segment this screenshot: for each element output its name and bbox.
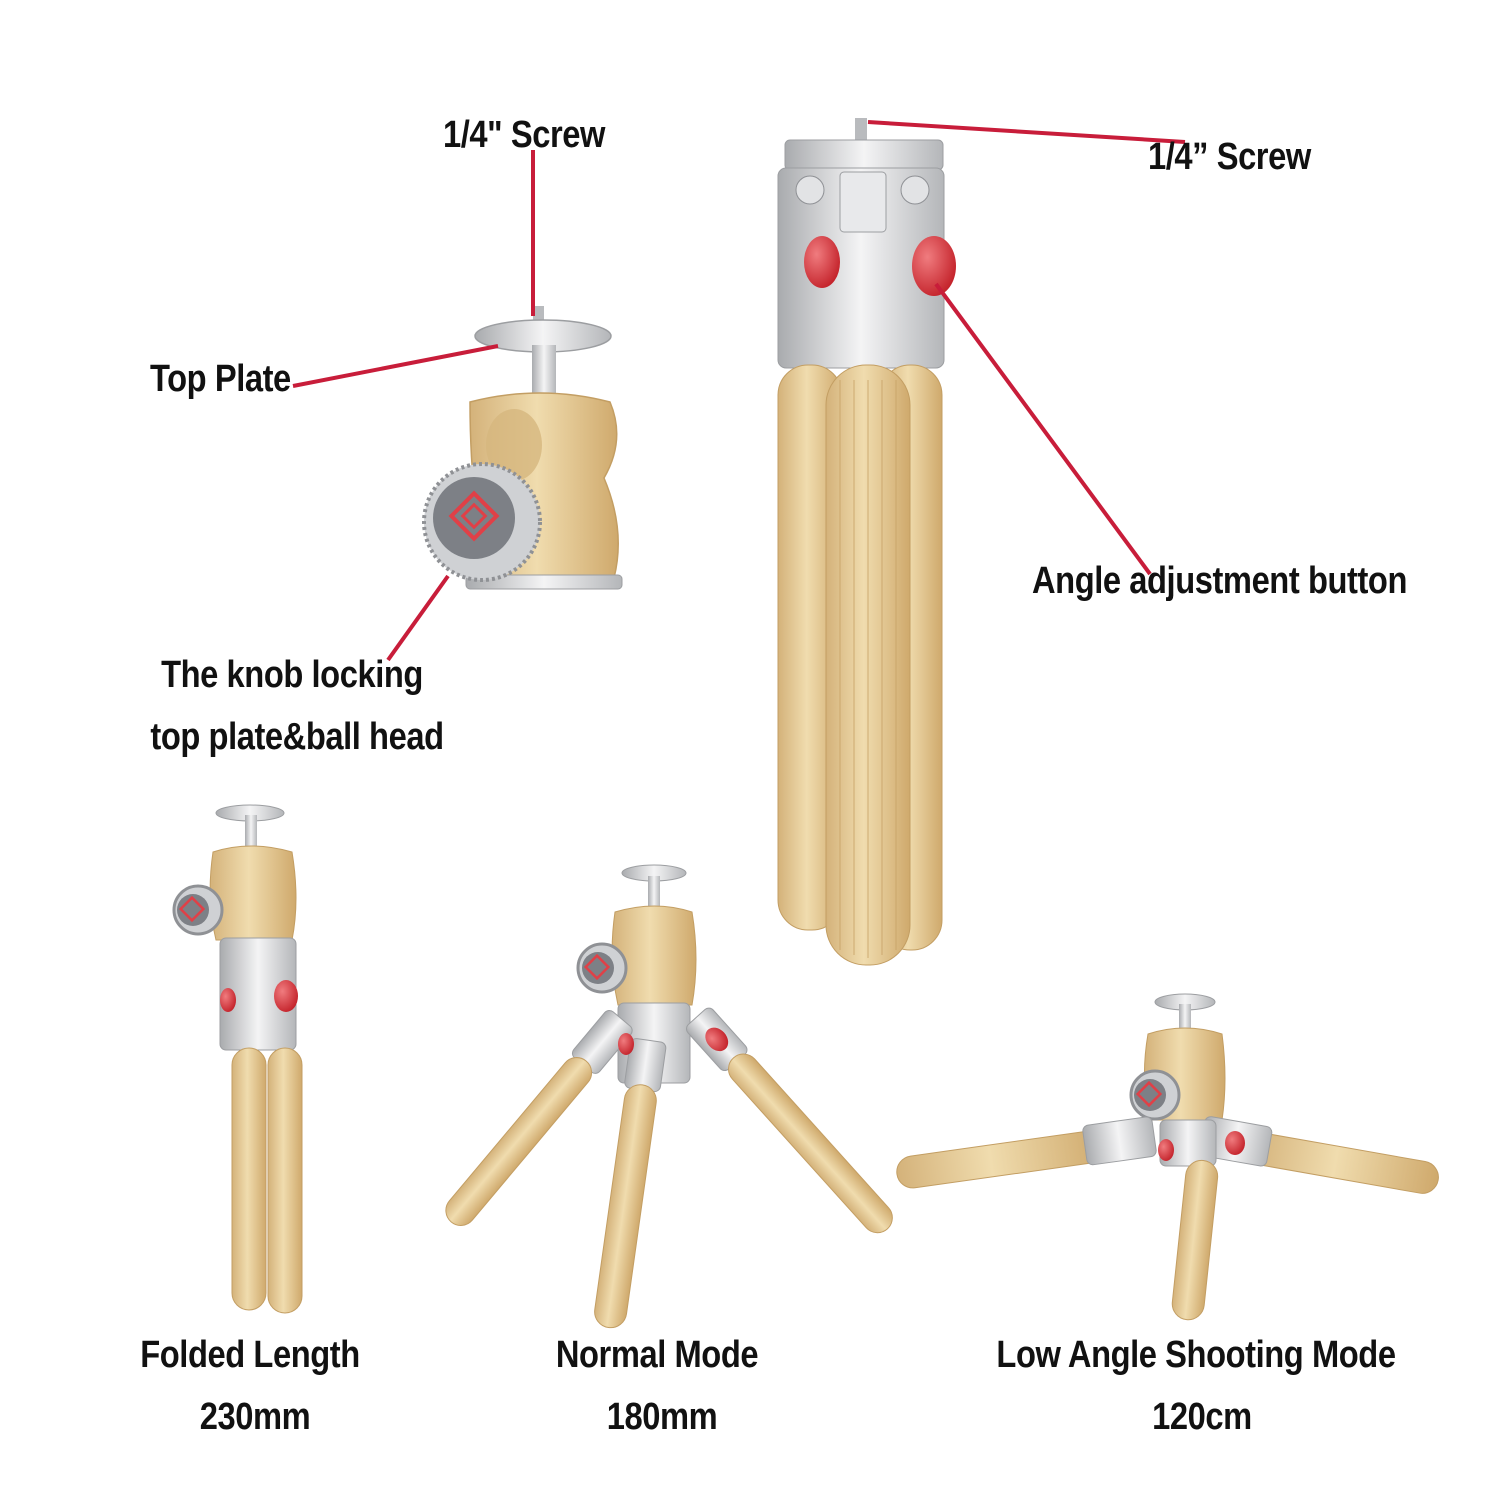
leader-line-top-plate	[292, 344, 499, 388]
tripod-folded-illustration	[777, 118, 956, 966]
mode-name-normal: Normal Mode	[555, 1334, 759, 1376]
ball-head-illustration	[422, 306, 623, 590]
mode-name-folded: Folded Length	[140, 1334, 360, 1376]
label-tripod-screw: 1/4” Screw	[1148, 136, 1311, 178]
tripod-top-plate	[784, 139, 944, 171]
tripod-mode-folded	[172, 804, 303, 1314]
head-screw-icon	[533, 306, 544, 332]
angle-button-left	[804, 236, 840, 288]
knob-cap	[433, 477, 515, 559]
angle-button-right	[912, 236, 956, 296]
diamond-logo-icon	[448, 490, 500, 542]
mode-name-low-angle: Low Angle Shooting Mode	[996, 1334, 1396, 1376]
mode-value-low-angle: 120cm	[1152, 1396, 1252, 1438]
label-angle-button: Angle adjustment button	[1032, 560, 1407, 602]
mode-value-normal: 180mm	[606, 1396, 718, 1438]
label-top-plate: Top Plate	[150, 358, 291, 400]
tripod-mode-low-angle	[896, 993, 1439, 1321]
label-head-screw: 1/4" Screw	[443, 114, 605, 156]
leader-line-knob	[386, 574, 450, 662]
label-knob-line2: top plate&ball head	[150, 716, 444, 758]
leader-lines	[292, 120, 1186, 662]
label-knob-line1: The knob locking	[161, 654, 423, 696]
mode-value-folded: 230mm	[199, 1396, 311, 1438]
tripod-mode-normal	[445, 864, 893, 1329]
leader-line-tripod-screw	[867, 120, 1186, 144]
leader-line-angle-button	[934, 282, 1152, 576]
head-base-ring	[465, 574, 623, 590]
